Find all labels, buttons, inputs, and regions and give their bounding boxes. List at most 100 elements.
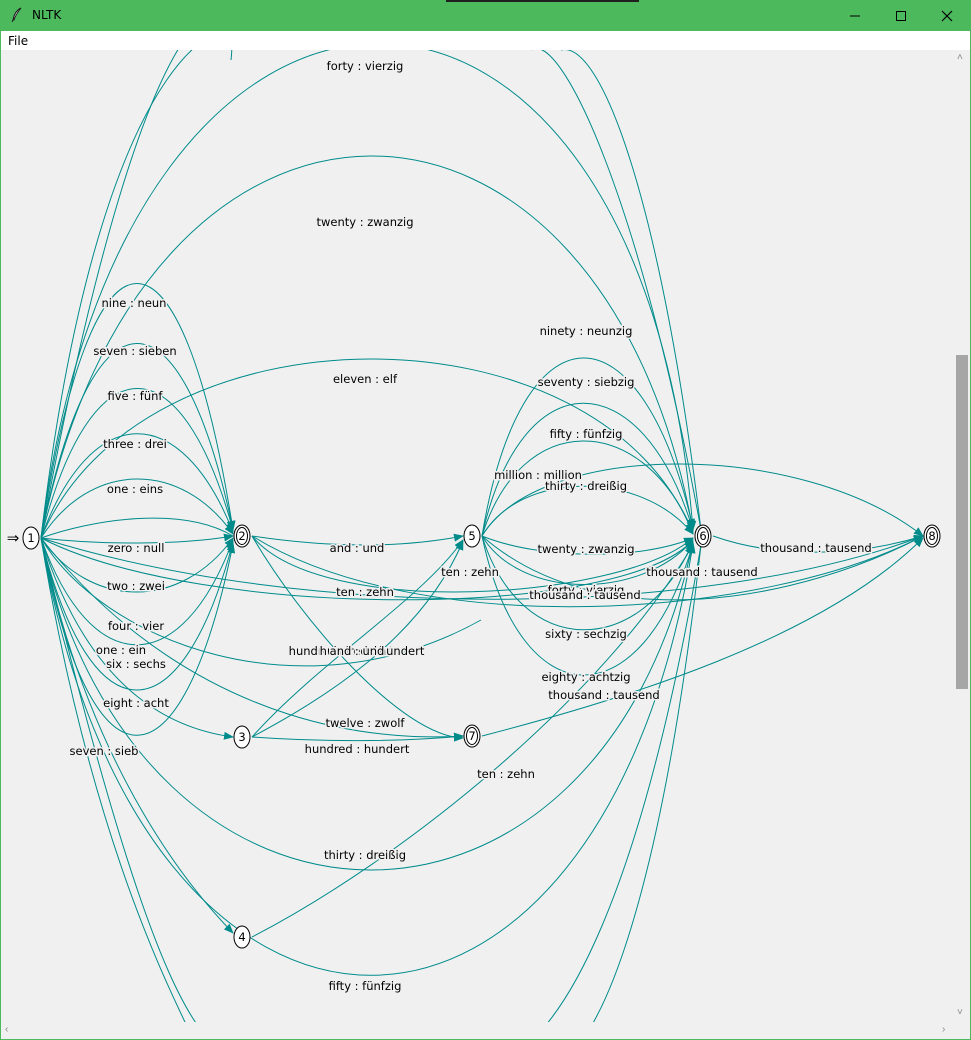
transition-label: fifty : fünfzig (550, 427, 623, 441)
transition-edge (40, 537, 234, 934)
transition-edge-strand (592, 544, 702, 1022)
transition-edge-strand (40, 537, 196, 1022)
transition-label: thirty : dreißig (324, 848, 406, 862)
vertical-scroll-thumb[interactable] (956, 355, 968, 689)
state-label: 2 (238, 529, 245, 543)
transition-label: thirty : dreißig (545, 479, 627, 493)
transition-label: eighty : achtzig (541, 670, 630, 684)
state-node-2[interactable]: 2 (233, 524, 251, 548)
transition-edge (481, 535, 695, 676)
transition-label: zero : null (108, 541, 165, 555)
transition-edge (40, 478, 234, 539)
close-button[interactable] (924, 0, 970, 31)
transition-edge (40, 535, 924, 600)
transition-edge (40, 433, 234, 539)
transition-label: and : und (330, 644, 385, 658)
transition-label: twenty : zwanzig (316, 215, 413, 229)
transition-edge (251, 544, 694, 938)
state-label: 6 (699, 529, 706, 543)
transition-label: three : drei (103, 437, 167, 451)
transition-label: twelve : zwolf (326, 716, 406, 730)
close-icon (941, 10, 953, 21)
state-label: 1 (27, 531, 34, 545)
menu-file[interactable]: File (8, 34, 29, 48)
transition-edge-strand (561, 50, 702, 531)
maximize-icon (896, 10, 906, 21)
transition-label: one : eins (107, 482, 163, 496)
state-node-7[interactable]: 7 (463, 724, 481, 748)
title-bar[interactable]: NLTK (1, 0, 970, 31)
transition-edge-strand (40, 537, 482, 667)
transition-edge (481, 485, 694, 537)
transition-label: eleven : elf (333, 372, 398, 386)
scroll-down-icon[interactable]: ˅ (957, 1007, 963, 1018)
transition-edge (712, 534, 924, 553)
transition-label: ten : zehn (441, 565, 499, 579)
transition-edge-strand (40, 50, 261, 539)
transducer-graph: forty : vierzig twenty : zwanzig nine : ne… (7, 50, 941, 1022)
transition-edge (40, 283, 236, 539)
state-node-6[interactable]: 6 (694, 524, 712, 548)
transition-edge (251, 533, 464, 546)
transition-edge (40, 537, 234, 593)
final-state-ring (697, 527, 709, 545)
final-state-ring (466, 727, 478, 745)
state-node-1[interactable]: 1 (22, 526, 40, 550)
transition-label: thousand : tausend (548, 688, 659, 702)
transition-edge (40, 50, 697, 539)
state-label: 5 (468, 529, 475, 543)
horizontal-scrollbar[interactable]: ‹ › (1, 1022, 954, 1038)
transition-edge (40, 537, 234, 646)
transition-edge (40, 537, 236, 736)
minimize-icon (850, 15, 860, 16)
transition-edge (251, 535, 464, 742)
transition-label: eight : acht (103, 696, 169, 710)
transition-edge-strand (40, 517, 234, 539)
transition-edge (481, 535, 694, 631)
transition-edge (40, 537, 235, 691)
transition-label: forty : vierzig (548, 583, 625, 597)
transition-edge (40, 388, 235, 539)
scroll-up-icon[interactable]: ˄ (957, 52, 963, 63)
state-ellipse (233, 925, 251, 949)
transition-label: seven : sieben (93, 344, 176, 358)
transition-edge (481, 535, 694, 555)
vertical-scrollbar[interactable]: ˄ ˅ (954, 50, 970, 1022)
transition-edge (481, 535, 924, 601)
scroll-left-icon[interactable]: ‹ (5, 1024, 9, 1035)
transition-label: and : und (330, 541, 385, 555)
transition-label: ten : zehn (336, 585, 394, 599)
transition-edge-strand (40, 537, 186, 1022)
state-node-5[interactable]: 5 (463, 524, 481, 548)
transition-label: two : zwei (107, 579, 165, 593)
transition-label: nine : neun (102, 296, 167, 310)
transition-label: six : sechs (106, 657, 166, 671)
transition-label: four : vier (108, 619, 164, 633)
state-ellipse (233, 725, 251, 749)
transition-label: forty : vierzig (327, 59, 404, 73)
transition-label: thousand : tausend (760, 541, 871, 555)
state-node-8[interactable]: 8 (923, 524, 941, 548)
transition-edge (481, 402, 695, 537)
maximize-button[interactable] (878, 0, 924, 31)
state-node-4[interactable]: 4 (233, 925, 251, 949)
state-ellipse (463, 524, 481, 548)
transition-edge (40, 537, 696, 871)
state-node-3[interactable]: 3 (233, 725, 251, 749)
transition-edge (481, 440, 694, 537)
minimize-button[interactable] (832, 0, 878, 31)
transition-edge (251, 540, 464, 738)
transition-label: fifty : fünfzig (329, 979, 402, 993)
fst-canvas[interactable]: forty : vierzig twenty : zwanzig nine : ne… (1, 50, 954, 1022)
transition-label: ninety : neunzig (540, 324, 633, 338)
transition-edge (40, 537, 694, 601)
transition-edge (481, 357, 695, 537)
transition-label: sixty : sechzig (545, 627, 627, 641)
transition-label: seventy : siebzig (538, 375, 635, 389)
transition-edge-strand (547, 544, 702, 1022)
transition-edge-strand (40, 50, 233, 539)
final-state-ring (236, 527, 248, 545)
scroll-right-icon[interactable]: › (942, 1024, 946, 1035)
transition-edge (251, 535, 924, 608)
